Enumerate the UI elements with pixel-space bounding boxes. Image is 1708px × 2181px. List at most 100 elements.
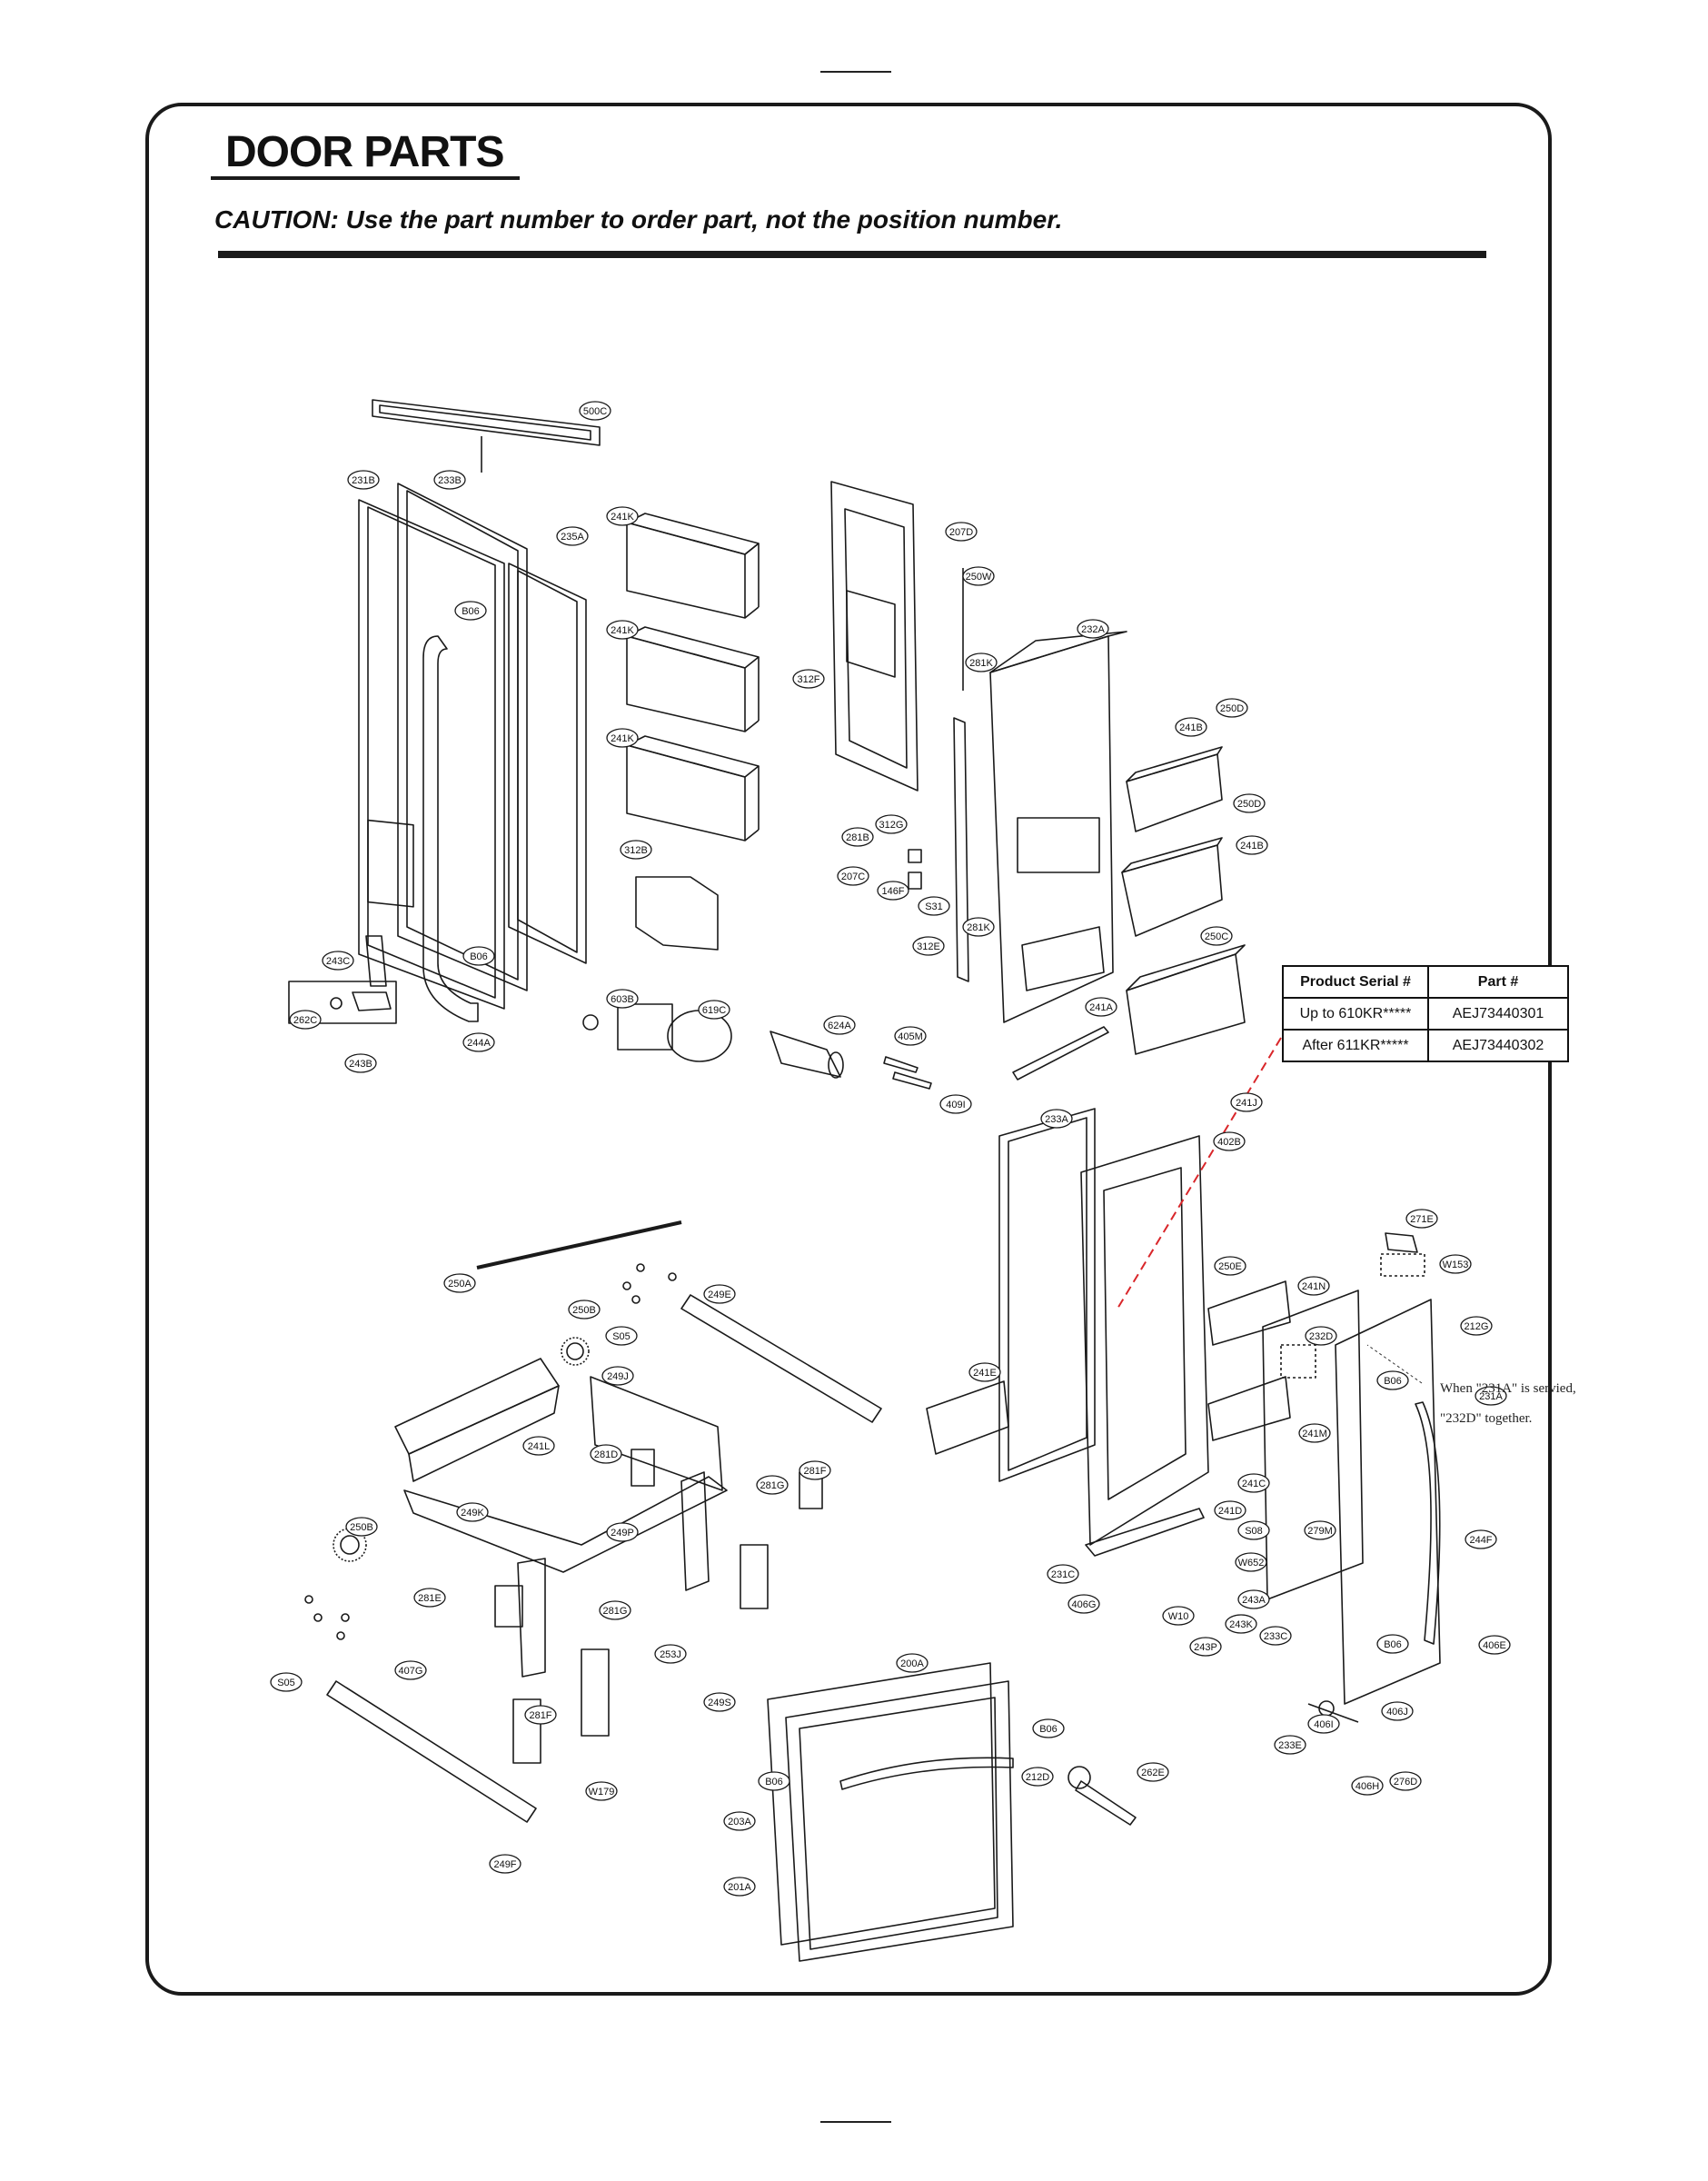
callout-label: 250B xyxy=(572,1305,596,1316)
callout-label: 233A xyxy=(1045,1114,1068,1125)
callout-label: W652 xyxy=(1238,1558,1265,1569)
callout-label: S05 xyxy=(612,1331,631,1342)
callout-label: 249S xyxy=(708,1698,731,1708)
part-slide-249S xyxy=(494,1585,610,1764)
table-cell-part: AEJ73440302 xyxy=(1427,1029,1569,1062)
page-title: DOOR PARTS xyxy=(225,128,504,176)
callout-B06: B06 xyxy=(1032,1718,1065,1738)
callout-212D: 212D xyxy=(1021,1767,1054,1787)
part-filter-624A xyxy=(770,1031,844,1079)
callout-250B: 250B xyxy=(568,1300,601,1320)
callout-212G: 212G xyxy=(1460,1316,1493,1336)
callout-label: 279M xyxy=(1307,1526,1333,1537)
callout-label: 235A xyxy=(561,532,584,543)
callout-label: 203A xyxy=(728,1817,751,1827)
callout-233C: 233C xyxy=(1259,1626,1292,1646)
callout-label: 250C xyxy=(1205,931,1228,942)
callout-W652: W652 xyxy=(1235,1552,1267,1572)
serial-table-leader xyxy=(1117,1037,1282,1310)
callout-label: 241L xyxy=(528,1441,550,1452)
callout-label: 244A xyxy=(467,1038,491,1049)
callout-label: B06 xyxy=(462,606,480,617)
caution-divider xyxy=(218,251,1486,258)
callout-label: 212D xyxy=(1026,1772,1049,1783)
callout-253J: 253J xyxy=(654,1644,687,1664)
callout-406G: 406G xyxy=(1068,1594,1100,1614)
part-door-frame-233C xyxy=(1080,1135,1209,1546)
callout-label: 233E xyxy=(1278,1740,1302,1751)
part-group-262C-243B xyxy=(288,981,397,1024)
callout-label: 402B xyxy=(1217,1137,1241,1148)
callout-label: 249E xyxy=(708,1290,731,1300)
callout-406H: 406H xyxy=(1351,1776,1384,1796)
callout-label: 233B xyxy=(438,475,462,486)
callout-label: 241C xyxy=(1242,1479,1266,1489)
callout-B06: B06 xyxy=(462,946,495,966)
callout-249P: 249P xyxy=(606,1522,639,1542)
part-rail-249F xyxy=(326,1680,537,1823)
callout-label: 231C xyxy=(1051,1569,1075,1580)
callout-241M: 241M xyxy=(1298,1423,1331,1443)
callout-244F: 244F xyxy=(1465,1529,1497,1549)
callout-label: 231A xyxy=(1479,1391,1503,1402)
callout-243A: 243A xyxy=(1237,1589,1270,1609)
callout-409I: 409I xyxy=(939,1094,972,1114)
callout-label: 241K xyxy=(611,733,634,744)
callout-label: B06 xyxy=(1384,1376,1402,1387)
part-rod-250A xyxy=(476,1220,682,1270)
callout-603B: 603B xyxy=(606,989,639,1009)
callout-label: 233C xyxy=(1264,1631,1287,1642)
callout-241K: 241K xyxy=(606,506,639,526)
part-screws-S05 xyxy=(304,1263,677,1640)
callout-500C: 500C xyxy=(579,401,611,421)
callout-243K: 243K xyxy=(1225,1614,1257,1634)
callout-232A: 232A xyxy=(1077,619,1109,639)
callout-281K: 281K xyxy=(965,652,998,672)
callout-label: S31 xyxy=(925,901,943,912)
table-cell-serial: After 611KR***** xyxy=(1282,1029,1429,1062)
callout-label: 281E xyxy=(418,1593,442,1604)
callout-label: 241D xyxy=(1218,1506,1242,1517)
callout-label: 281G xyxy=(603,1606,628,1617)
callout-281B: 281B xyxy=(841,827,874,847)
callout-241B: 241B xyxy=(1175,717,1207,737)
callout-W153: W153 xyxy=(1439,1254,1472,1274)
callout-label: 241A xyxy=(1089,1002,1113,1013)
callout-label: 243P xyxy=(1194,1642,1217,1653)
callout-249S: 249S xyxy=(703,1692,736,1712)
callout-label: B06 xyxy=(1039,1724,1058,1735)
callout-S05: S05 xyxy=(270,1672,303,1692)
callout-241B: 241B xyxy=(1236,835,1268,855)
callout-label: 244F xyxy=(1469,1535,1492,1546)
callout-249E: 249E xyxy=(703,1284,736,1304)
callout-262E: 262E xyxy=(1137,1762,1169,1782)
callout-label: 250D xyxy=(1237,799,1261,810)
part-slide-281D-281F xyxy=(631,1449,823,1609)
callout-231B: 231B xyxy=(347,470,380,490)
callout-label: 232A xyxy=(1081,624,1105,635)
part-door-bin-241K-2 xyxy=(626,626,760,732)
callout-235A: 235A xyxy=(556,526,589,546)
part-strip-405M-409I xyxy=(883,1056,932,1090)
callout-250A: 250A xyxy=(443,1273,476,1293)
callout-276D: 276D xyxy=(1389,1771,1422,1791)
callout-label: 406G xyxy=(1072,1599,1097,1610)
callout-label: 212G xyxy=(1465,1321,1489,1332)
callout-label: 405M xyxy=(898,1031,923,1042)
callout-label: 250A xyxy=(448,1279,472,1290)
callout-label: 407G xyxy=(399,1666,423,1677)
callout-241A: 241A xyxy=(1085,997,1117,1017)
part-frame-249J-249K xyxy=(403,1376,728,1678)
callout-241K: 241K xyxy=(606,728,639,748)
callout-label: 406E xyxy=(1483,1640,1506,1651)
callout-281F: 281F xyxy=(524,1705,557,1725)
callout-W179: W179 xyxy=(585,1781,618,1801)
part-door-cover-top xyxy=(372,399,601,473)
callout-312E: 312E xyxy=(912,936,945,956)
callout-label: 231B xyxy=(352,475,375,486)
table-row: After 611KR***** AEJ73440302 xyxy=(1282,1029,1569,1062)
callout-207D: 207D xyxy=(945,522,978,542)
callout-281D: 281D xyxy=(590,1444,622,1464)
callout-233B: 233B xyxy=(433,470,466,490)
